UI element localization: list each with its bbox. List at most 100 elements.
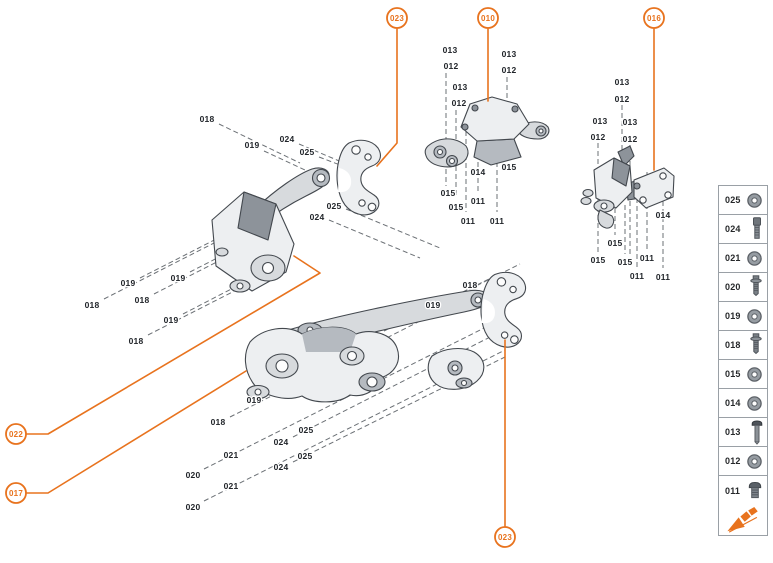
- fast-forward-arrow-icon[interactable]: [719, 505, 767, 535]
- callout-circle[interactable]: [643, 7, 665, 29]
- legend-row-024[interactable]: 024: [719, 215, 767, 244]
- callout-number: 017: [9, 489, 23, 498]
- callout-circle[interactable]: [386, 7, 408, 29]
- callout-016[interactable]: 016: [643, 7, 665, 171]
- leader-line: [292, 332, 499, 438]
- part-label-025: 025: [300, 147, 315, 157]
- mounting-plate-lower[interactable]: [478, 270, 527, 349]
- legend-row-014[interactable]: 014: [719, 389, 767, 418]
- part-label-013: 013: [502, 49, 517, 59]
- leader-line: [189, 237, 257, 273]
- callout-leader-line: [376, 28, 398, 167]
- part-label-013: 013: [615, 77, 630, 87]
- part-label-024: 024: [280, 134, 295, 144]
- leader-line: [345, 208, 441, 249]
- part-label-012: 012: [615, 94, 630, 104]
- leader-line: [103, 238, 223, 300]
- callout-023[interactable]: 023: [494, 339, 516, 548]
- mounting-plate-upper[interactable]: [336, 139, 381, 216]
- callout-leader-line: [25, 255, 321, 435]
- parts-layer: [211, 96, 675, 403]
- part-label-021: 021: [224, 450, 239, 460]
- part-label-013: 013: [623, 117, 638, 127]
- callout-circle[interactable]: [5, 423, 27, 445]
- part-label-011: 011: [630, 271, 644, 281]
- legend-row-012[interactable]: 012: [719, 447, 767, 476]
- callout-leader-line: [25, 370, 247, 494]
- part-label-011: 011: [471, 196, 485, 206]
- legend-row-018[interactable]: 018: [719, 331, 767, 360]
- legend-row-021[interactable]: 021: [719, 244, 767, 273]
- part-label-011: 011: [656, 272, 670, 282]
- callouts-layer: 023 010 016 022 017 023: [5, 7, 665, 548]
- legend-row-011[interactable]: 011: [719, 476, 767, 505]
- callout-circle[interactable]: [477, 7, 499, 29]
- part-label-019: 019: [164, 315, 179, 325]
- washer-icon: [746, 250, 763, 267]
- callout-number: 010: [481, 14, 495, 23]
- part-label-018: 018: [200, 114, 215, 124]
- leader-line: [298, 143, 345, 164]
- part-label-012: 012: [591, 132, 606, 142]
- legend-part-number: 019: [725, 311, 741, 321]
- callout-number: 016: [647, 14, 661, 23]
- legend-part-number: 024: [725, 224, 741, 234]
- part-label-013: 013: [443, 45, 458, 55]
- part-label-012: 012: [444, 61, 459, 71]
- leader-line: [447, 263, 521, 301]
- legend-part-number: 020: [725, 282, 741, 292]
- legend-part-number: 025: [725, 195, 741, 205]
- washer-icon: [746, 453, 763, 470]
- washer-icon: [746, 308, 763, 325]
- part-label-024: 024: [274, 437, 289, 447]
- part-label-015: 015: [502, 162, 517, 172]
- legend-part-number: 018: [725, 340, 741, 350]
- leader-line: [203, 319, 501, 470]
- callout-circle[interactable]: [5, 482, 27, 504]
- part-label-014: 014: [471, 167, 486, 177]
- part-label-012: 012: [623, 134, 638, 144]
- part-labels-layer: 0180190240250250240190180190180190180180…: [83, 44, 671, 514]
- part-label-011: 011: [461, 216, 475, 226]
- part-label-015: 015: [441, 188, 456, 198]
- legend-row-019[interactable]: 019: [719, 302, 767, 331]
- legend-row-015[interactable]: 015: [719, 360, 767, 389]
- part-label-018: 018: [211, 417, 226, 427]
- callout-017[interactable]: 017: [5, 370, 247, 504]
- part-label-024: 024: [310, 212, 325, 222]
- part-label-015: 015: [618, 257, 633, 267]
- washer-icon: [746, 192, 763, 209]
- part-label-015: 015: [449, 202, 464, 212]
- callout-023[interactable]: 023: [376, 7, 408, 167]
- leader-line: [218, 123, 301, 164]
- lower-bracket-assembly[interactable]: [244, 289, 490, 403]
- part-label-011: 011: [490, 216, 504, 226]
- upper-engine-mount-assembly[interactable]: [424, 96, 550, 168]
- legend-part-number: 014: [725, 398, 741, 408]
- button-bolt-icon: [747, 481, 763, 500]
- washer-icon: [746, 395, 763, 412]
- callout-circle[interactable]: [494, 526, 516, 548]
- front-bracket-assembly[interactable]: [211, 167, 331, 293]
- callout-022[interactable]: 022: [5, 255, 321, 445]
- part-label-025: 025: [299, 425, 314, 435]
- part-label-014: 014: [656, 210, 671, 220]
- part-label-013: 013: [593, 116, 608, 126]
- part-label-018: 018: [85, 300, 100, 310]
- legend-row-020[interactable]: 020: [719, 273, 767, 302]
- legend-row-013[interactable]: 013: [719, 418, 767, 447]
- rear-engine-mount-assembly[interactable]: [580, 145, 675, 229]
- callout-010[interactable]: 010: [477, 7, 499, 102]
- callout-number: 023: [498, 533, 512, 542]
- part-label-025: 025: [298, 451, 313, 461]
- legend-part-number: 013: [725, 427, 741, 437]
- callout-number: 023: [390, 14, 404, 23]
- legend-row-025[interactable]: 025: [719, 186, 767, 215]
- part-label-020: 020: [186, 502, 201, 512]
- leader-lines-layer: [103, 73, 664, 502]
- part-label-012: 012: [502, 65, 517, 75]
- part-label-018: 018: [463, 280, 478, 290]
